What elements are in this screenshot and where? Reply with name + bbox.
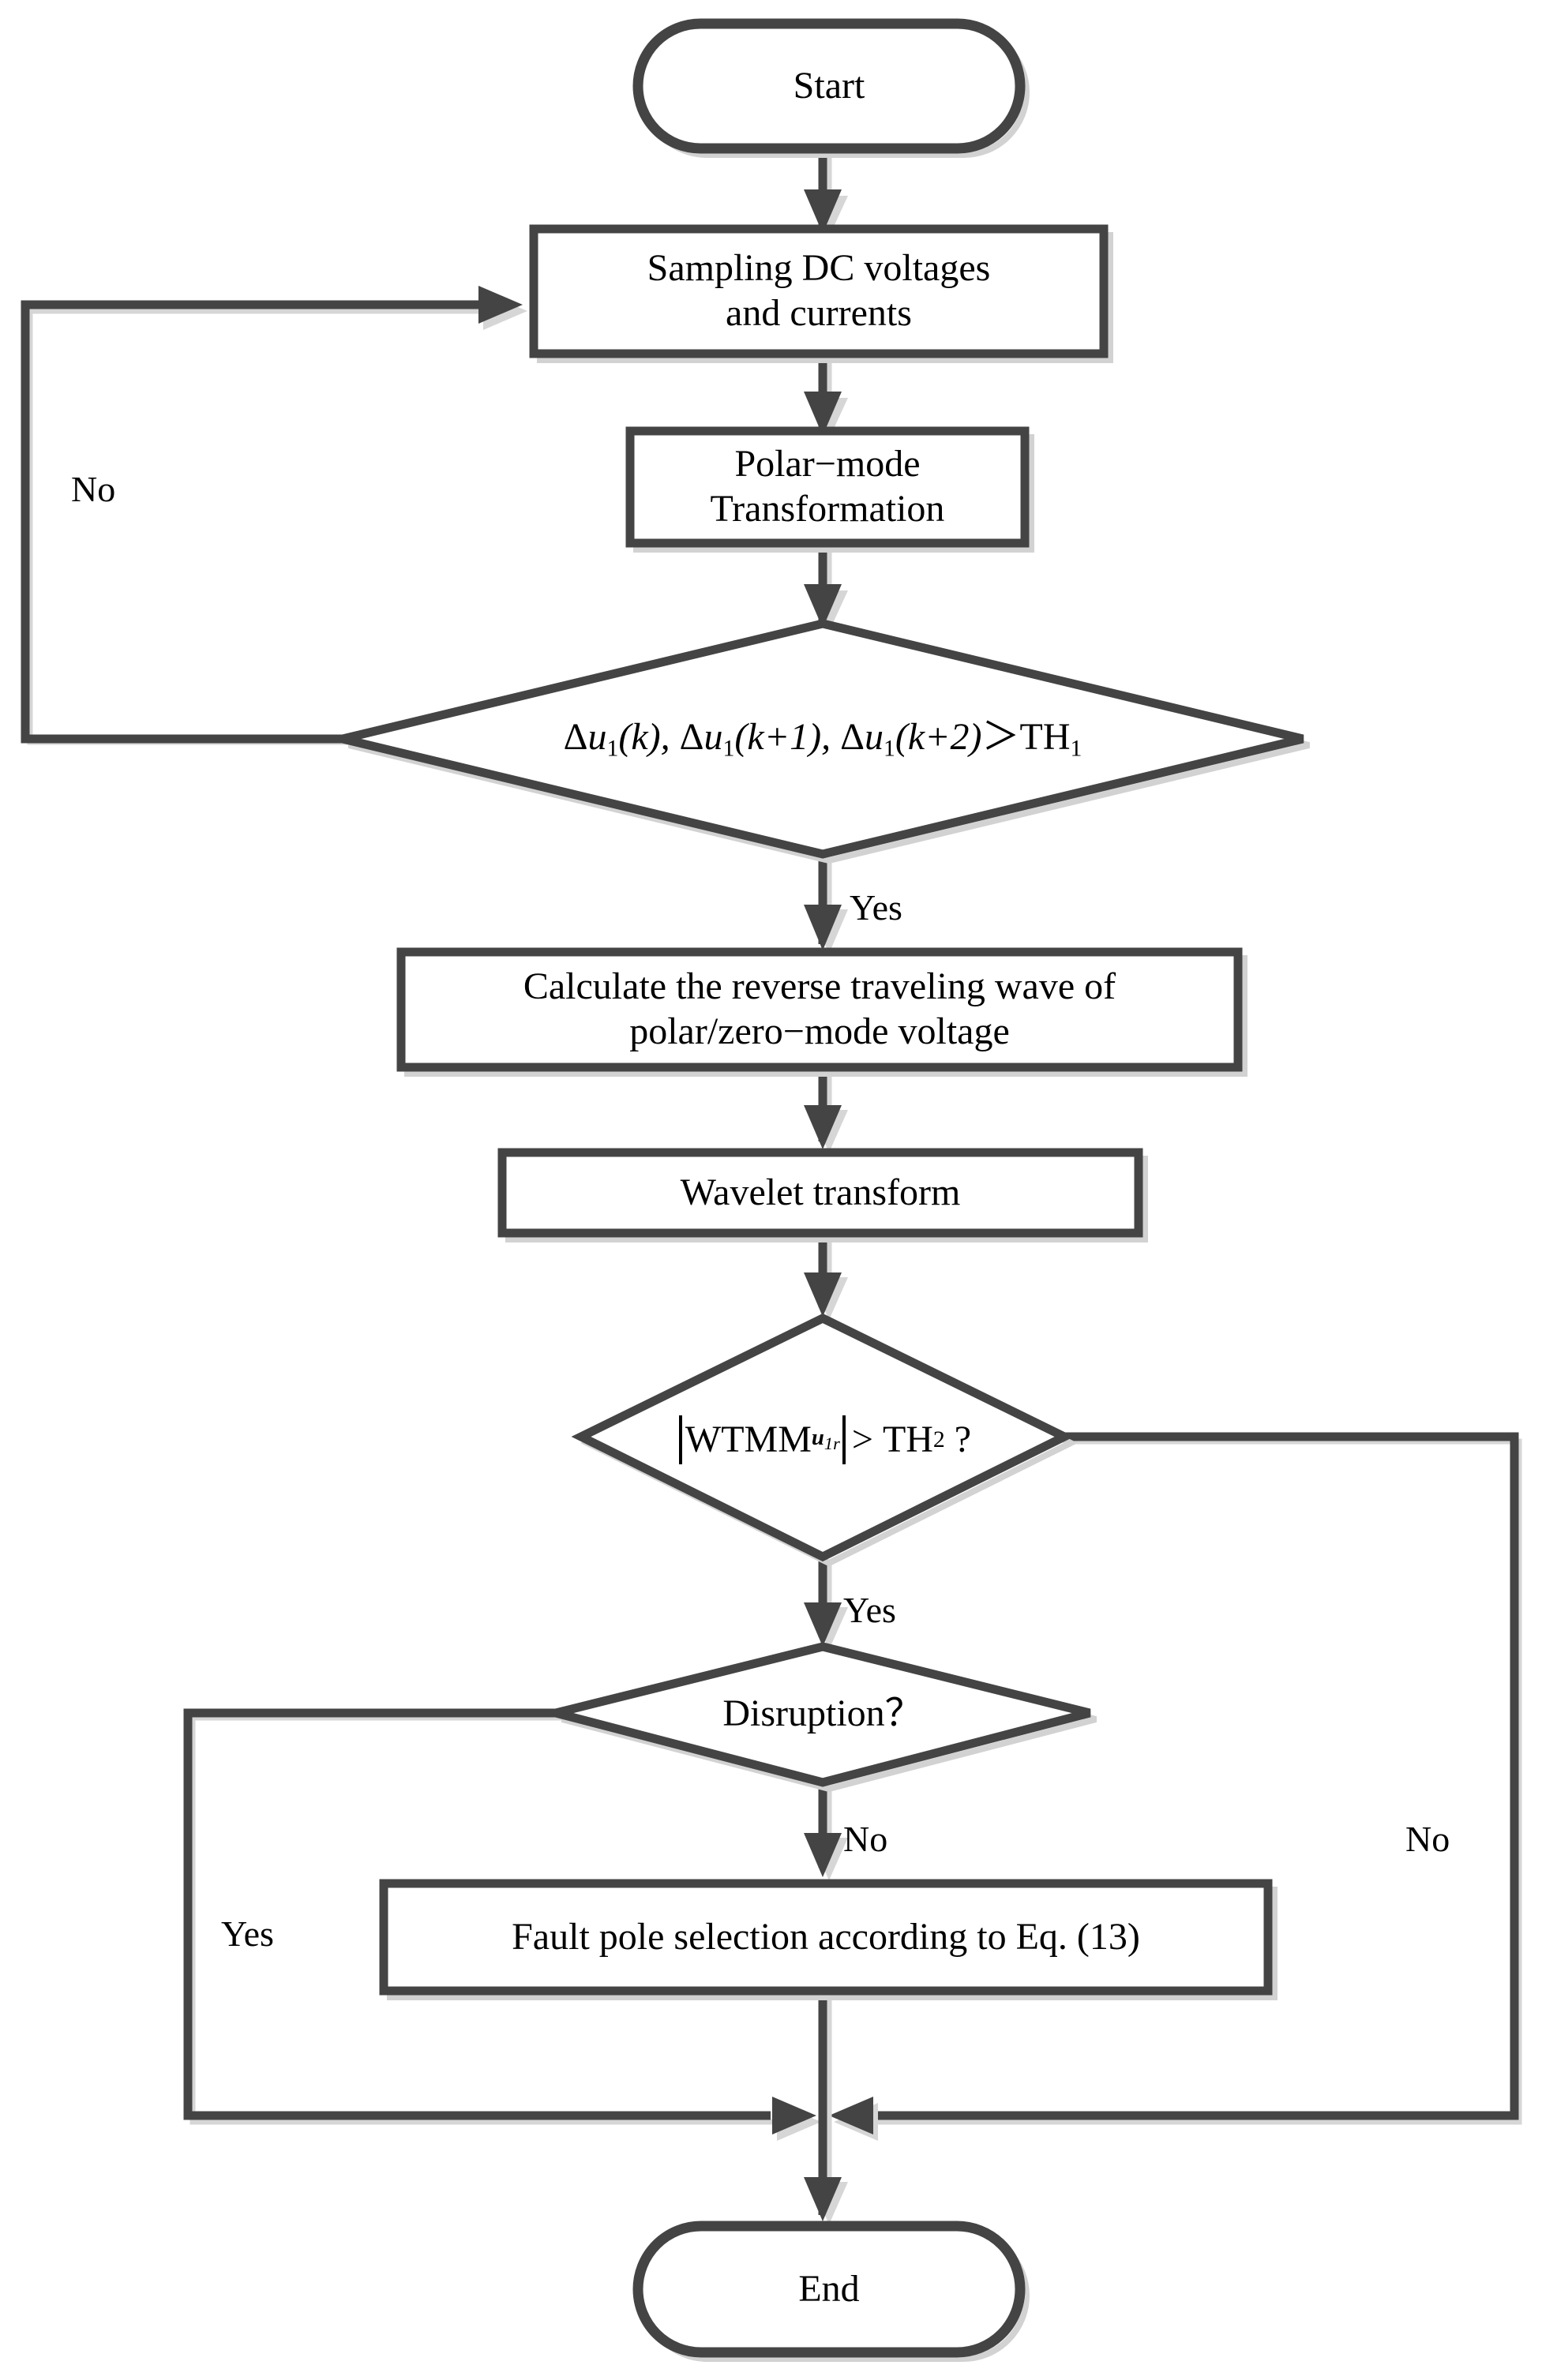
edge-decision1-no-loopback [21,286,527,745]
edge-calculate-to-wavelet [804,1070,848,1153]
edge-decision3-no-to-faultpole [804,1787,848,1880]
edge-wavelet-to-decision2 [804,1236,848,1320]
node-calculate-reverse-wave[interactable] [396,947,1247,1077]
node-start[interactable] [632,18,1030,158]
edge-decision1-yes-to-calculate [804,859,848,954]
node-sampling[interactable] [529,224,1113,363]
node-decision-disruption[interactable] [554,1642,1097,1793]
edge-start-to-sampling [804,155,848,237]
edge-faultpole-to-end [804,1994,848,2224]
node-end[interactable] [632,2221,1030,2362]
node-decision-threshold1[interactable] [341,619,1310,864]
edge-sampling-to-polar [804,360,848,439]
edge-polar-to-decision1 [804,549,848,632]
edge-decision2-yes-to-decision3 [804,1561,848,1650]
node-polar-mode[interactable] [625,426,1034,553]
node-fault-pole-selection[interactable] [379,1879,1277,2000]
node-wavelet-transform[interactable] [497,1148,1148,1242]
node-decision-wtmm[interactable] [571,1313,1079,1567]
edge-decision2-no-to-merge [829,1432,1522,2141]
edge-decision3-yes-to-merge [183,1708,821,2141]
